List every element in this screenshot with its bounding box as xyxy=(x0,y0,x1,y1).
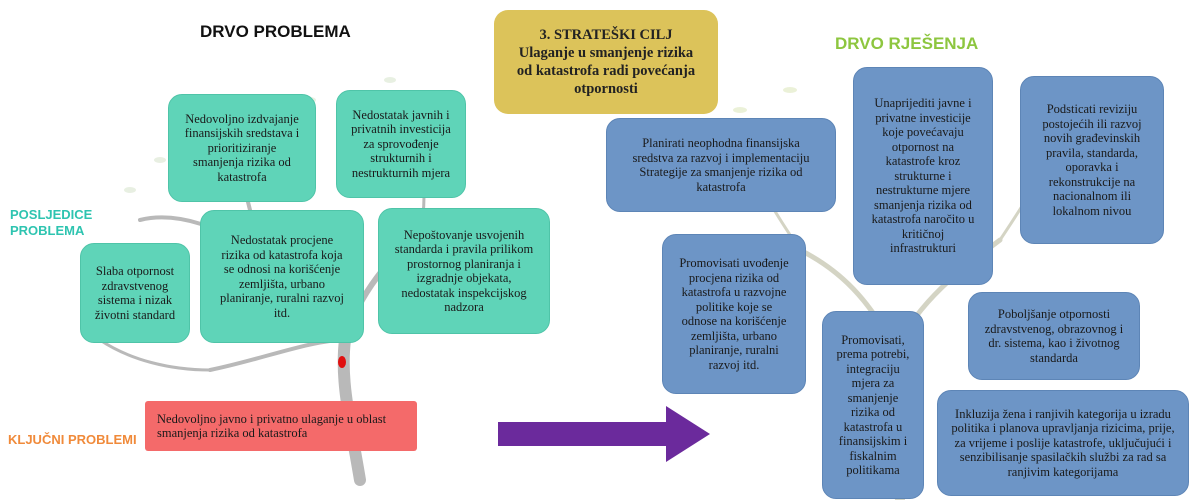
solution-box-investments: Unaprijediti javne i privatne investicij… xyxy=(853,67,993,285)
consequences-label: POSLJEDICE PROBLEMA xyxy=(10,207,93,238)
solution-box-fiscal-policies: Promovisati, prema potrebi, integraciju … xyxy=(822,311,924,499)
arrow-right-icon xyxy=(498,406,710,462)
solution-box-resilience: Poboljšanje otpornosti zdravstvenog, obr… xyxy=(968,292,1140,380)
consequence-box-health-system: Slaba otpornost zdravstvenog sistema i n… xyxy=(80,243,190,343)
solution-box-funding: Planirati neophodna finansijska sredstva… xyxy=(606,118,836,212)
consequence-box-funding: Nedovoljno izdvajanje finansijskih sreds… xyxy=(168,94,316,202)
consequence-box-standards: Nepoštovanje usvojenih standarda i pravi… xyxy=(378,208,550,334)
consequence-box-investments: Nedostatak javnih i privatnih investicij… xyxy=(336,90,466,198)
solution-tree-title: DRVO RJEŠENJA xyxy=(835,34,979,53)
solution-box-building-rules: Podsticati reviziju postojećih ili razvo… xyxy=(1020,76,1164,244)
key-problem-box: Nedovoljno javno i privatno ulaganje u o… xyxy=(145,401,417,451)
solution-box-inclusion: Inkluzija žena i ranjivih kategorija u i… xyxy=(937,390,1189,496)
problem-tree-title: DRVO PROBLEMA xyxy=(200,22,351,41)
strategic-goal-box: 3. STRATEŠKI CILJ Ulaganje u smanjenje r… xyxy=(494,10,718,114)
solution-box-risk-assessment: Promovisati uvođenje procjena rizika od … xyxy=(662,234,806,394)
consequence-box-risk-assessment: Nedostatak procjene rizika od katastrofa… xyxy=(200,210,364,343)
key-problems-label: KLJUČNI PROBLEMI xyxy=(8,432,137,447)
